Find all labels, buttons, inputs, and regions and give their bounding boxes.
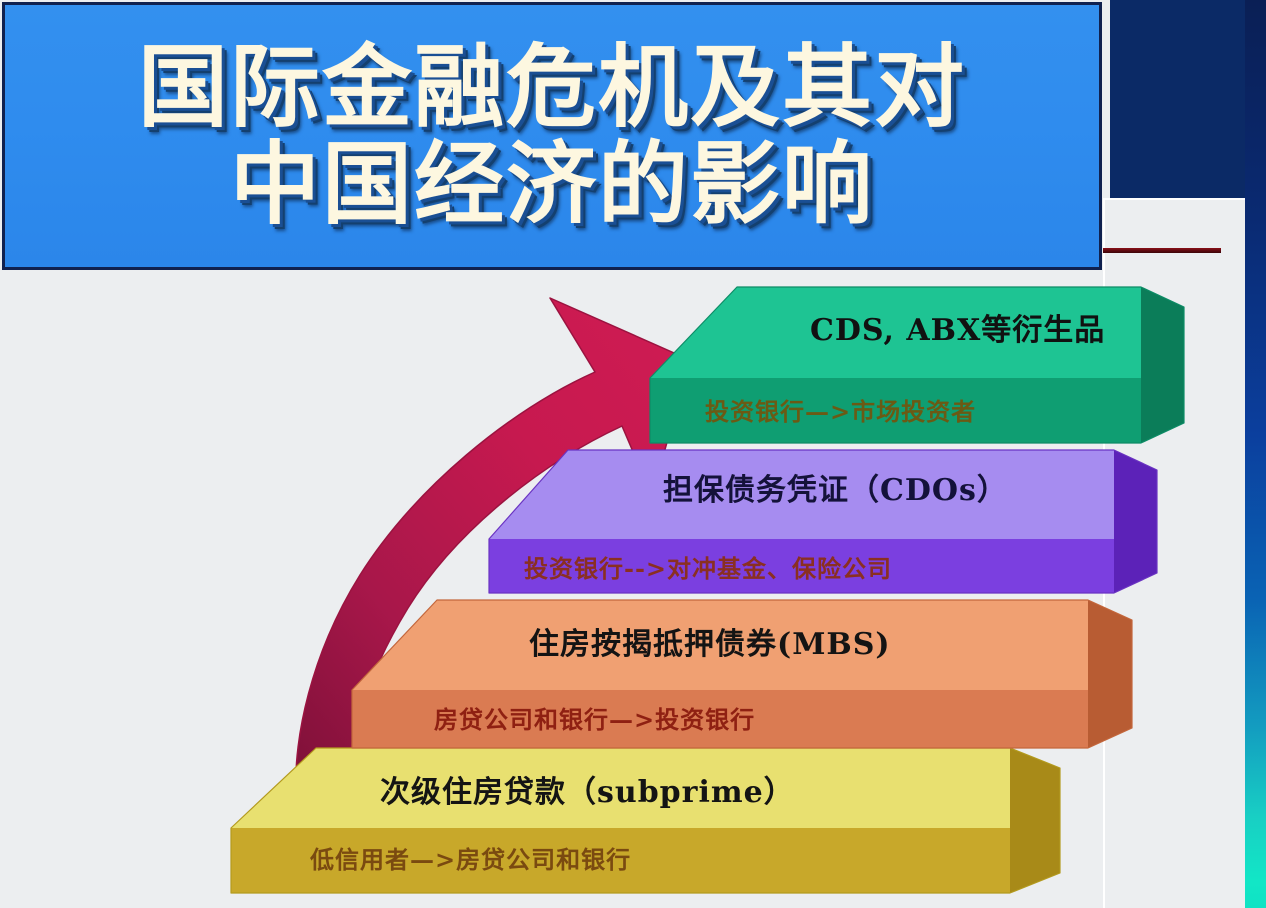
navy-decor-block — [1107, 0, 1247, 200]
layer-label-derivatives-top: CDS, ABX等衍生品 — [810, 313, 1106, 348]
layer-label-cdo-side: 投资银行-->对冲基金、保险公司 — [524, 554, 893, 583]
layer-label-derivatives-side: 投资银行—>市场投资者 — [705, 397, 977, 426]
page-title-line-2: 中国经济的影响 — [230, 132, 874, 237]
right-edge-gradient-strip — [1245, 0, 1266, 908]
layer-label-subprime-top: 次级住房贷款（subprime） — [380, 775, 795, 810]
layer-label-mbs-top: 住房按揭抵押债券(MBS) — [529, 627, 891, 662]
accent-horizontal-rule — [1103, 248, 1221, 253]
page-title-line-1: 国际金融危机及其对 — [138, 34, 966, 140]
slide-title-box: 国际金融危机及其对 中国经济的影响 — [2, 2, 1102, 270]
layer-label-cdo-top: 担保债务凭证（CDOs） — [663, 473, 1008, 508]
right-content-panel — [1103, 198, 1247, 908]
layer-label-subprime-side: 低信用者—>房贷公司和银行 — [310, 845, 632, 874]
layer-label-mbs-side: 房贷公司和银行—>投资银行 — [434, 705, 756, 734]
